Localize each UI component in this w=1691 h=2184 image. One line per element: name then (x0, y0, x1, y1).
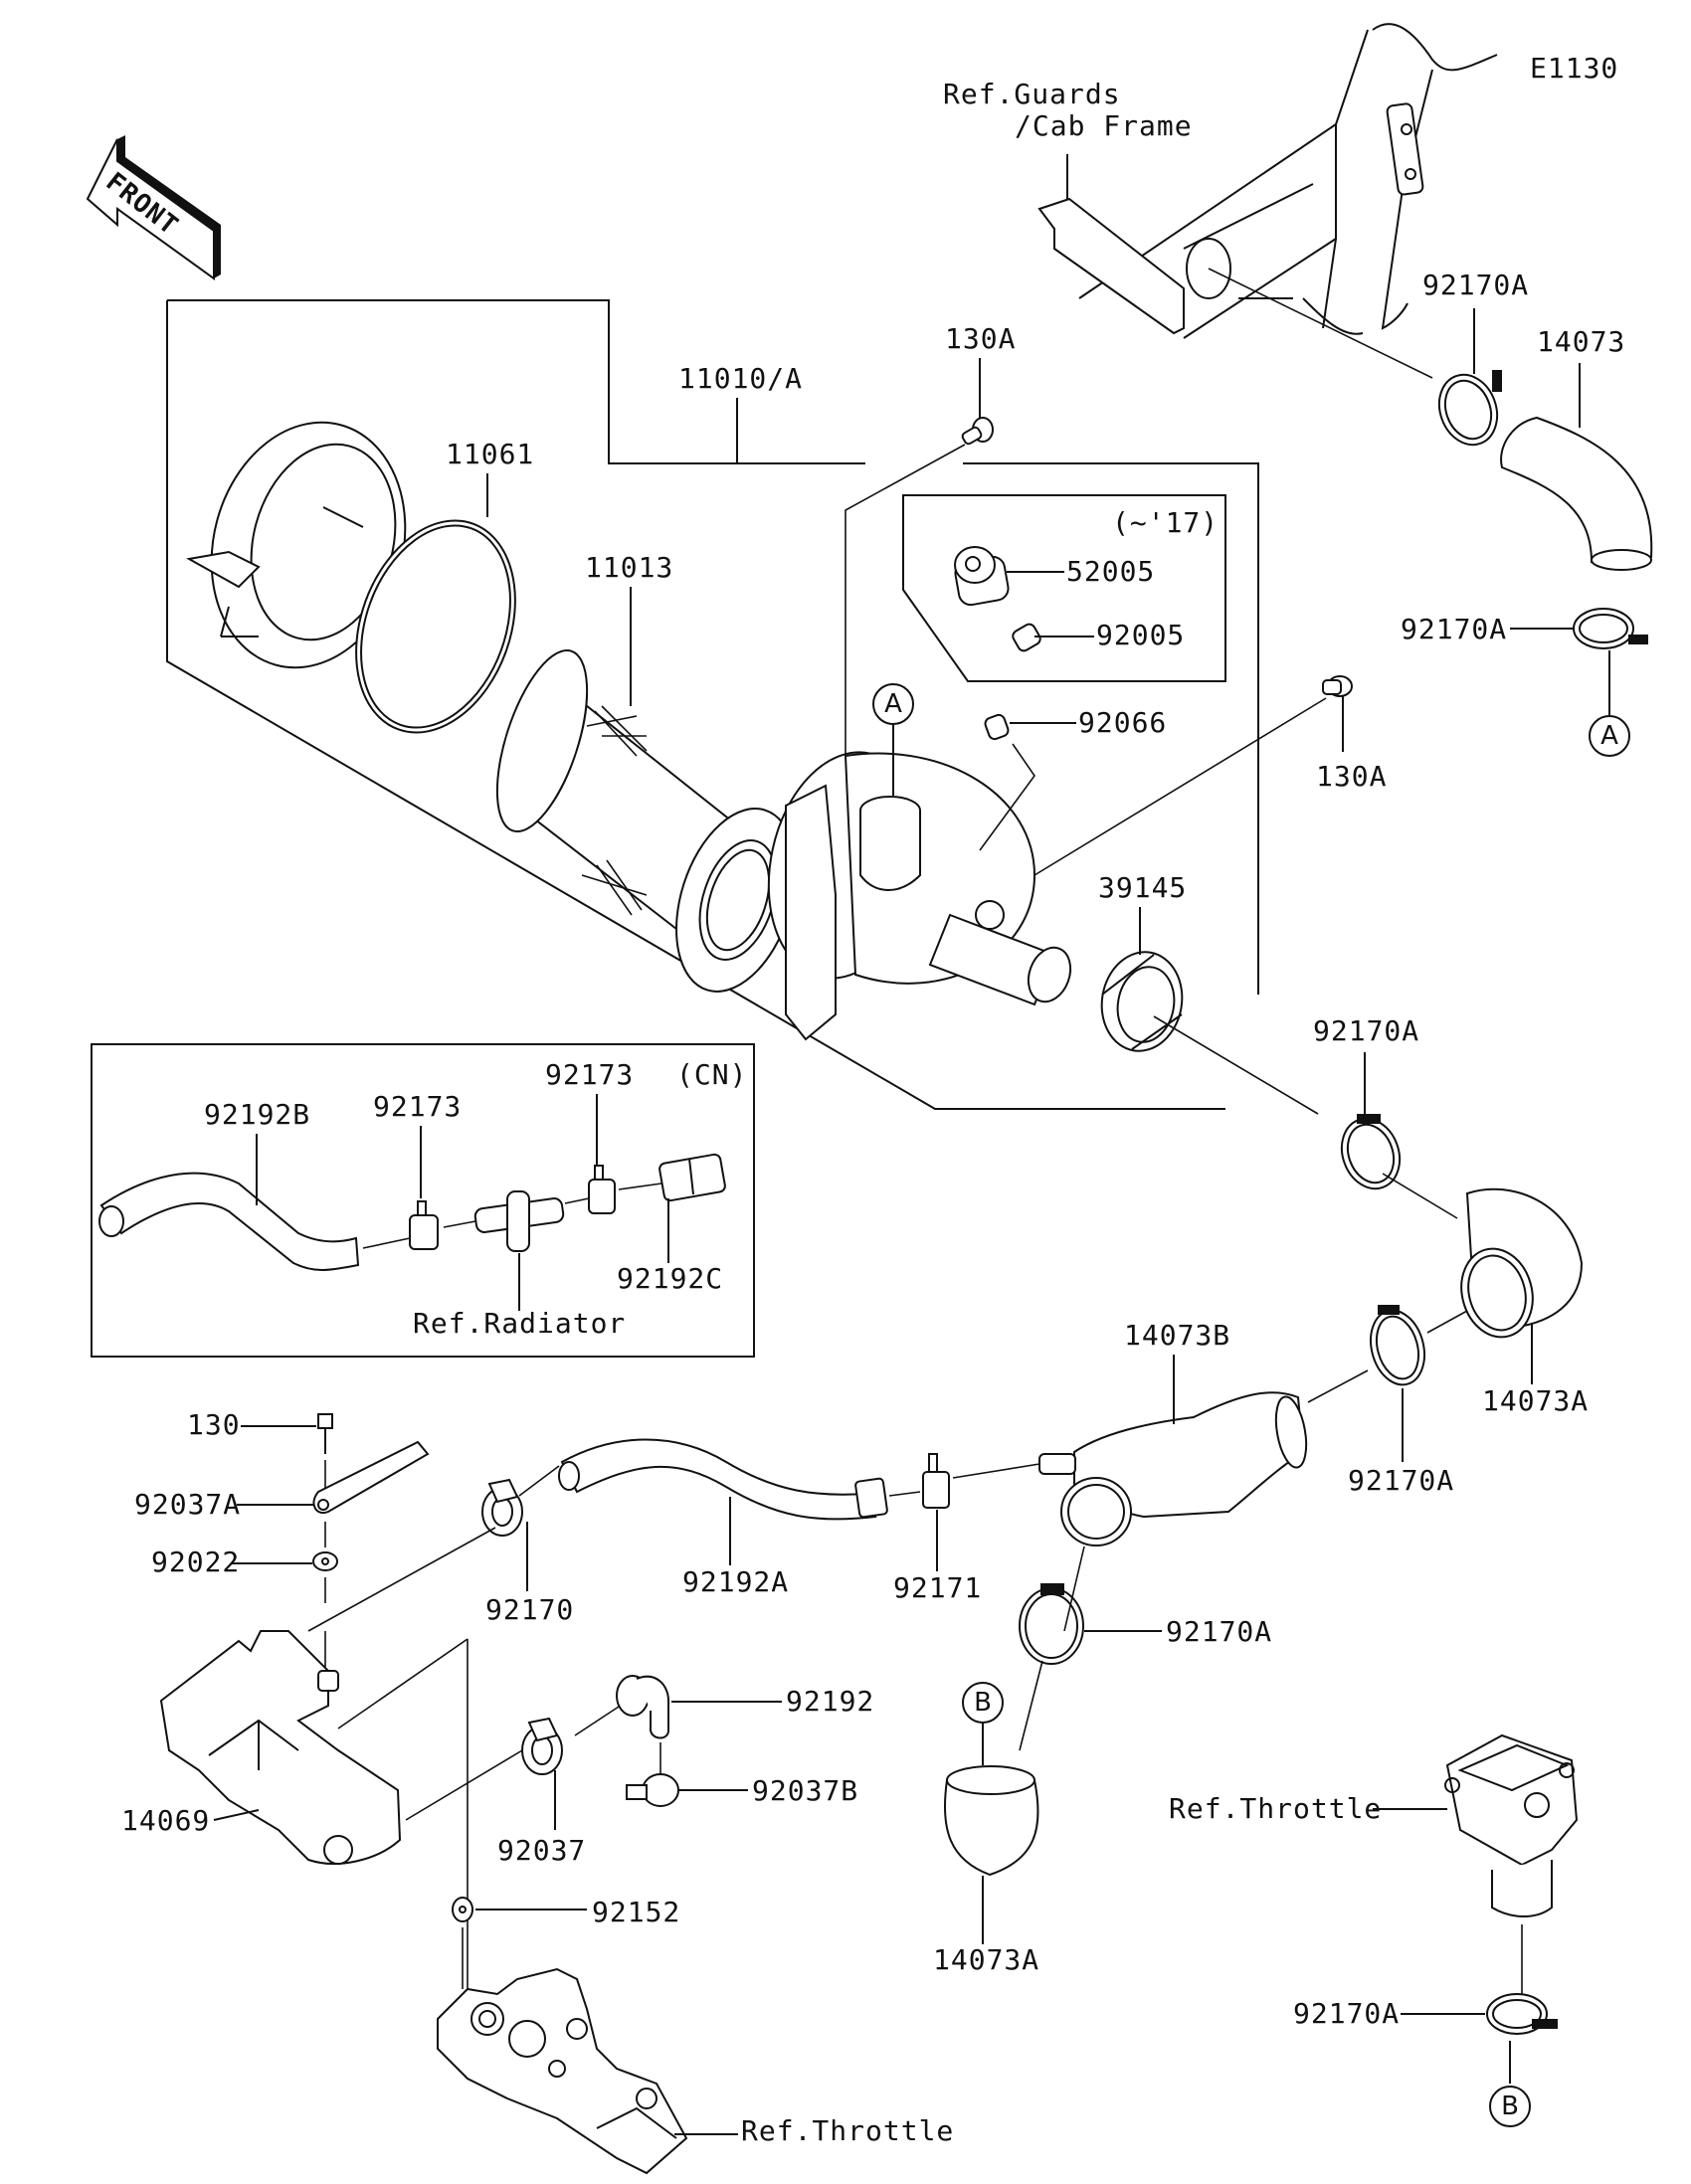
throttle-body-part (437, 1967, 688, 2175)
part-52005[interactable]: 52005 (1066, 555, 1155, 588)
part-92192C[interactable]: 92192C (617, 1262, 723, 1295)
hose-part (98, 1172, 360, 1271)
part-92152[interactable]: 92152 (592, 1896, 680, 1928)
reference-circle-a (1589, 715, 1630, 757)
variant-box-cn (91, 1043, 755, 1358)
part-92170A-br[interactable]: 92170A (1293, 1997, 1400, 2030)
hose-clamp-icon (1573, 608, 1648, 649)
circle-a-right-label: A (1600, 721, 1618, 751)
bolt-icon (961, 417, 994, 446)
part-11013[interactable]: 11013 (585, 551, 673, 584)
nut-icon (452, 1897, 473, 1922)
fitting-part (984, 713, 1010, 741)
washer-icon (312, 1551, 338, 1571)
part-14073[interactable]: 14073 (1537, 325, 1625, 358)
part-92173-a[interactable]: 92173 (373, 1090, 462, 1123)
part-92005[interactable]: 92005 (1096, 619, 1185, 651)
part-92022[interactable]: 92022 (151, 1546, 240, 1578)
part-92170A-mid[interactable]: 92170A (1313, 1014, 1419, 1047)
circle-b-center-label: B (974, 1688, 992, 1718)
part-92192A[interactable]: 92192A (682, 1565, 789, 1598)
circle-b-right-label: B (1501, 2092, 1519, 2121)
hose-clamp-icon (481, 1478, 523, 1537)
part-11010A[interactable]: 11010/A (678, 362, 803, 395)
part-130A-right[interactable]: 130A (1316, 760, 1387, 793)
elbow-hose-part (1500, 416, 1653, 571)
intake-duct-part (1038, 1391, 1308, 1547)
reference-circle-b (1489, 2086, 1531, 2127)
small-elbow-hose-part (616, 1675, 669, 1739)
part-14073A-right[interactable]: 14073A (1482, 1384, 1589, 1417)
plug-part (954, 546, 1010, 607)
variant-2017-label: (~'17) (1112, 506, 1219, 539)
ref-guards-label[interactable]: Ref.Guards (943, 78, 1121, 110)
hose-clamp-icon (1486, 1993, 1558, 2035)
ref-throttle-bottom-label[interactable]: Ref.Throttle (741, 2114, 954, 2147)
part-92192[interactable]: 92192 (786, 1685, 874, 1718)
hose-clamp-icon (1019, 1583, 1084, 1665)
bolt-icon (1322, 675, 1353, 697)
part-92037A[interactable]: 92037A (134, 1488, 241, 1521)
hose-clamp-icon (1437, 370, 1502, 447)
part-14073A-bottom[interactable]: 14073A (933, 1943, 1039, 1976)
ref-cab-frame-label[interactable]: /Cab Frame (1015, 109, 1193, 142)
part-92066[interactable]: 92066 (1078, 706, 1167, 739)
bracket-strap-part (312, 1440, 430, 1515)
part-92170[interactable]: 92170 (485, 1593, 574, 1626)
ref-radiator-label[interactable]: Ref.Radiator (413, 1307, 626, 1340)
clamp-small-part (588, 1165, 616, 1214)
part-92170A-right[interactable]: 92170A (1401, 613, 1507, 645)
part-92173-b[interactable]: 92173 (545, 1058, 634, 1091)
circle-a-center-label: A (884, 689, 902, 719)
ref-throttle-right-label[interactable]: Ref.Throttle (1169, 1792, 1382, 1825)
air-cleaner-housing-part (767, 751, 1072, 1041)
part-92037B[interactable]: 92037B (752, 1774, 858, 1807)
front-arrow-icon: FRONT (86, 135, 221, 280)
elbow-boot-part (1460, 1187, 1584, 1339)
hose-clamp-icon (1370, 1305, 1425, 1386)
hose-clamp-icon (1340, 1114, 1402, 1190)
fitting-part (1012, 623, 1041, 652)
hose-part (558, 1438, 888, 1521)
variant-box-2017 (902, 494, 1226, 682)
intake-boot-part (943, 1765, 1039, 1877)
throttle-bracket-part (159, 1630, 402, 1865)
air-filter-element-part (495, 648, 797, 993)
part-130[interactable]: 130 (187, 1408, 241, 1441)
cab-frame-part (1037, 23, 1498, 339)
hose-clamp-icon (521, 1717, 563, 1775)
bolt-icon (317, 1413, 333, 1454)
part-92192B[interactable]: 92192B (204, 1098, 310, 1131)
part-92037[interactable]: 92037 (497, 1834, 586, 1867)
part-39145[interactable]: 39145 (1098, 871, 1187, 904)
part-14069[interactable]: 14069 (121, 1804, 210, 1837)
part-130A-top[interactable]: 130A (945, 322, 1016, 355)
clamp-small-part (409, 1200, 439, 1250)
part-92171[interactable]: 92171 (893, 1571, 982, 1604)
hose-clamp-icon (626, 1773, 679, 1807)
part-92170A-top[interactable]: 92170A (1422, 269, 1529, 301)
seal-ring-part (1100, 951, 1184, 1052)
tee-fitting-part (473, 1190, 565, 1252)
diagram-code: E1130 (1530, 52, 1618, 85)
part-92170A-lower[interactable]: 92170A (1348, 1464, 1454, 1497)
part-92170A-bottom[interactable]: 92170A (1166, 1615, 1272, 1648)
hose-sleeve-part (658, 1153, 726, 1202)
cn-variant-label: (CN) (676, 1058, 747, 1091)
hose-clip-part (922, 1453, 950, 1509)
part-11061[interactable]: 11061 (446, 438, 534, 470)
o-ring-part (355, 519, 516, 734)
throttle-body-right-part (1444, 1733, 1579, 1917)
part-14073B[interactable]: 14073B (1124, 1319, 1230, 1352)
